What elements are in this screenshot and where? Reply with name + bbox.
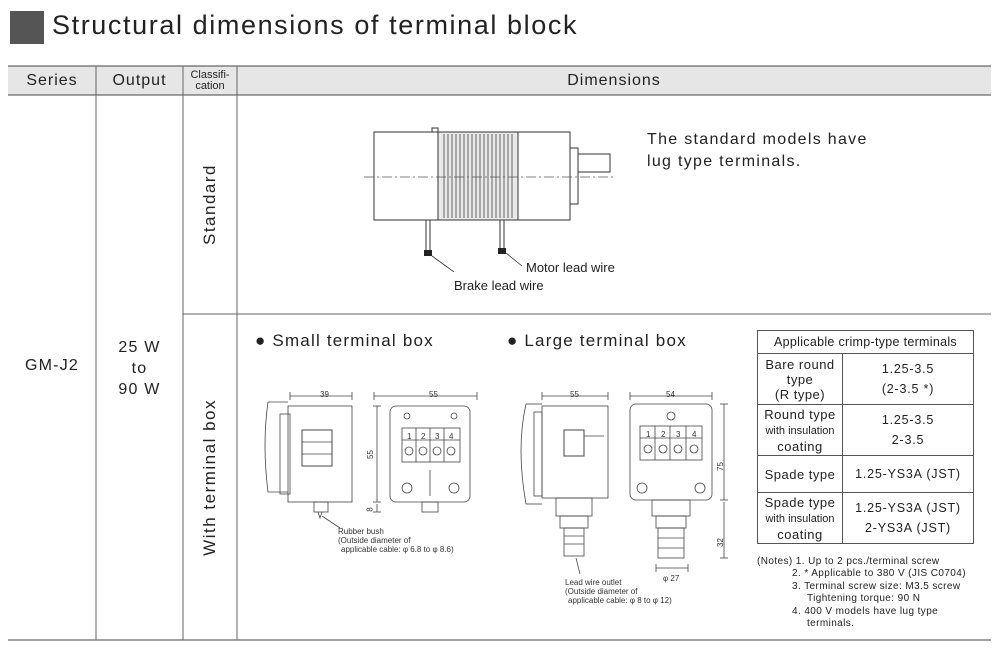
output-line2: to <box>131 360 148 377</box>
table-row: Bare round type (R type) 1.25-3.5 (2-3.5… <box>757 353 974 405</box>
large-dim-side: 55 <box>570 390 579 399</box>
crimp-value-cell: 1.25-YS3A (JST) <box>842 455 974 493</box>
title-marker <box>10 11 44 44</box>
large-callout: Lead wire outlet (Outside diameter of ap… <box>565 578 672 605</box>
output-value: 25 W to 90 W <box>96 337 183 400</box>
crimp-type-cell: Bare round type (R type) <box>757 353 843 405</box>
crimp-type-cell: Round type with insulation coating <box>757 404 843 456</box>
large-terminal-2: 2 <box>661 430 666 439</box>
header-classification: Classifi- cation <box>183 66 237 95</box>
header-classification-line1: Classifi- <box>190 68 230 81</box>
crimp-table-wrap: Applicable crimp-type terminals Bare rou… <box>757 330 974 544</box>
standard-note-line2: lug type terminals. <box>647 153 802 170</box>
crimp-type-small: with insulation <box>765 512 835 525</box>
bullet-icon: ● <box>255 331 273 350</box>
crimp-value-cell: 1.25-3.5 (2-3.5 *) <box>842 353 974 405</box>
large-callout-line2: (Outside diameter of <box>565 587 638 596</box>
large-dim-gland: 32 <box>715 538 725 547</box>
crimp-type-line: coating <box>777 526 823 542</box>
large-callout-line1: Lead wire outlet <box>565 578 622 587</box>
standard-note-line1: The standard models have <box>647 131 868 148</box>
large-terminal-1: 1 <box>646 430 651 439</box>
note-line: 2. * Applicable to 380 V (JIS C0704) <box>792 568 966 580</box>
large-box-title-text: Large terminal box <box>524 331 687 350</box>
output-line1: 25 W <box>118 339 161 356</box>
small-dim-offset: 8 <box>365 507 375 512</box>
classification-terminal-box-cell: With terminal box <box>183 314 237 640</box>
table-row: Spade type with insulation coating 1.25-… <box>757 492 974 544</box>
crimp-type-line: type <box>786 371 814 387</box>
motor-lead-label: Motor lead wire <box>526 260 615 275</box>
large-terminal-box-drawing <box>520 392 728 575</box>
large-callout-line3: applicable cable: φ 8 to φ 12) <box>568 596 672 605</box>
large-terminal-4: 4 <box>692 430 697 439</box>
classification-standard: Standard <box>200 164 219 245</box>
small-terminal-4: 4 <box>449 432 454 441</box>
large-box-title: ● Large terminal box <box>507 331 687 351</box>
note-line: (Notes) 1. Up to 2 pcs./terminal screw <box>757 556 991 568</box>
small-dim-side: 39 <box>320 390 329 399</box>
crimp-value-line: 1.25-3.5 <box>881 362 935 376</box>
small-box-title-text: Small terminal box <box>272 331 434 350</box>
crimp-value-cell: 1.25-YS3A (JST) 2-YS3A (JST) <box>842 492 974 544</box>
classification-standard-cell: Standard <box>183 95 237 314</box>
large-dim-front: 54 <box>666 390 675 399</box>
table-row: Spade type 1.25-YS3A (JST) <box>757 455 974 493</box>
classification-terminal-box: With terminal box <box>200 398 219 556</box>
crimp-type-line: Bare round <box>765 356 835 372</box>
crimp-value-line: 1.25-YS3A (JST) <box>855 501 961 515</box>
note-line: 4. 400 V models have lug type <box>792 605 939 617</box>
crimp-value-line: 2-3.5 <box>891 433 925 447</box>
small-terminal-3: 3 <box>435 432 440 441</box>
crimp-table: Applicable crimp-type terminals Bare rou… <box>757 330 974 544</box>
small-terminal-box-drawing <box>264 392 478 529</box>
small-terminal-2: 2 <box>421 432 426 441</box>
small-box-title: ● Small terminal box <box>255 331 434 351</box>
small-dim-height: 55 <box>365 450 375 459</box>
small-terminal-1: 1 <box>407 432 412 441</box>
small-callout: Rubber bush (Outside diameter of applica… <box>338 527 454 554</box>
small-callout-line3: applicable cable: φ 6.8 to φ 8.6) <box>341 545 454 554</box>
page-title: Structural dimensions of terminal block <box>52 10 579 40</box>
crimp-type-small: with insulation <box>765 424 835 437</box>
crimp-type-line: Spade type <box>764 494 836 510</box>
table-row: Round type with insulation coating 1.25-… <box>757 404 974 456</box>
crimp-type-line: (R type) <box>774 386 826 402</box>
header-classification-line2: cation <box>195 79 225 92</box>
crimp-type-line: with insulation <box>758 510 842 527</box>
small-callout-line1: Rubber bush <box>338 527 384 536</box>
notes-prefix: (Notes) <box>757 556 793 567</box>
large-terminal-3: 3 <box>676 430 681 439</box>
small-dim-front: 55 <box>429 390 438 399</box>
crimp-value-line: (2-3.5 *) <box>881 382 935 396</box>
note-text: 1. Up to 2 pcs./terminal screw <box>795 556 940 567</box>
crimp-type-cell: Spade type <box>757 455 843 493</box>
standard-motor-drawing <box>364 127 616 272</box>
crimp-type-line: Round type <box>764 406 836 422</box>
crimp-type-line: coating <box>777 438 823 454</box>
crimp-type-line: with insulation <box>758 422 842 439</box>
output-line3: 90 W <box>118 381 161 398</box>
brake-lead-label: Brake lead wire <box>454 278 544 293</box>
crimp-value-line: 1.25-3.5 <box>881 413 935 427</box>
notes-block: (Notes) 1. Up to 2 pcs./terminal screw 2… <box>757 556 991 630</box>
crimp-table-header-row: Applicable crimp-type terminals <box>757 330 974 354</box>
note-line: Tightening torque: 90 N <box>807 593 921 605</box>
header-series: Series <box>26 71 78 89</box>
standard-note: The standard models have lug type termin… <box>647 129 868 173</box>
note-line: 3. Terminal screw size: M3.5 screw <box>792 580 961 592</box>
crimp-table-header: Applicable crimp-type terminals <box>757 330 974 354</box>
small-callout-line2: (Outside diameter of <box>338 536 411 545</box>
header-dimensions: Dimensions <box>567 71 661 89</box>
crimp-value-line: 2-YS3A (JST) <box>864 521 951 535</box>
note-line: terminals. <box>807 618 855 630</box>
large-dim-height: 75 <box>715 462 725 471</box>
bullet-icon: ● <box>507 331 525 350</box>
series-value: GM-J2 <box>25 357 79 374</box>
crimp-type-cell: Spade type with insulation coating <box>757 492 843 544</box>
crimp-value-cell: 1.25-3.5 2-3.5 <box>842 404 974 456</box>
header-output: Output <box>112 71 167 89</box>
large-dim-bottom: φ 27 <box>663 574 680 583</box>
